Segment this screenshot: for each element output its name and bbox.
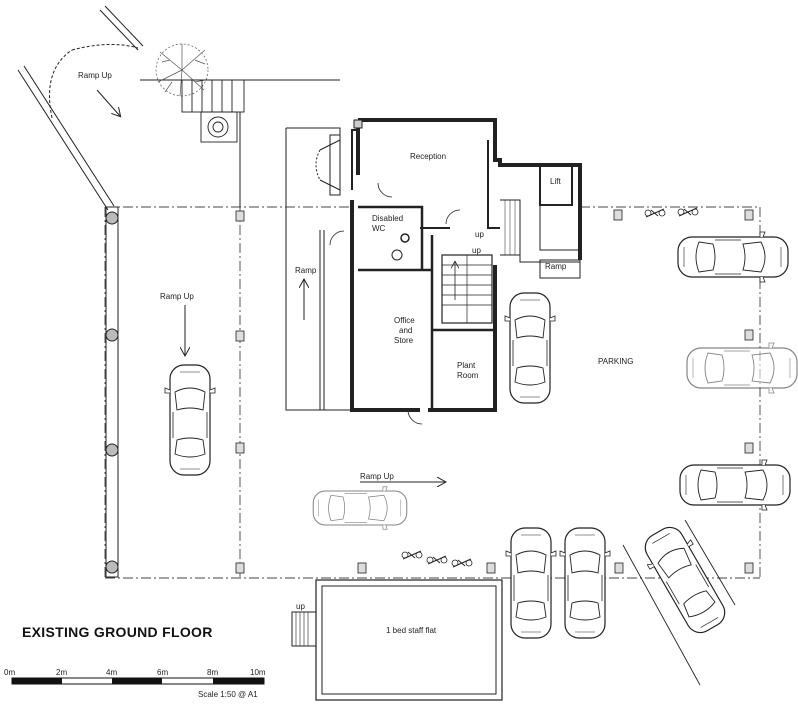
label-office-3: Store <box>394 336 414 345</box>
label-ramp-small: Ramp <box>545 262 567 271</box>
room-labels: Reception Lift Disabled WC up up Ramp Ra… <box>78 71 633 635</box>
building <box>315 118 582 425</box>
staff-flat <box>291 579 503 701</box>
scale-tick-0: 0m <box>4 668 15 677</box>
scale-tick-6: 6m <box>157 668 168 677</box>
site-boundary <box>104 206 761 579</box>
label-staff-flat: 1 bed staff flat <box>386 626 437 635</box>
left-walkway <box>105 206 119 578</box>
label-parking: PARKING <box>598 357 633 366</box>
label-ramp-up-bottom: Ramp Up <box>360 472 394 481</box>
label-up-inner: up <box>472 246 481 255</box>
scale-bar <box>11 677 265 685</box>
label-plant-1: Plant <box>457 361 476 370</box>
label-lift: Lift <box>550 177 561 186</box>
label-ramp-up-left: Ramp Up <box>160 292 194 301</box>
scale-tick-8: 8m <box>207 668 218 677</box>
scale-tick-4: 4m <box>106 668 117 677</box>
bollards <box>235 209 754 574</box>
scale-note: Scale 1:50 @ A1 <box>198 690 258 699</box>
entrance-gates <box>17 5 340 211</box>
drawing-title: EXISTING GROUND FLOOR <box>22 624 213 640</box>
scale-tick-10: 10m <box>250 668 266 677</box>
ramp-arrows <box>96 89 445 482</box>
external-stair <box>181 79 245 143</box>
label-ramp-side: Ramp <box>295 266 317 275</box>
label-office-1: Office <box>394 316 415 325</box>
scale-labels: 0m 2m 4m 6m 8m 10m Scale 1:50 @ A1 <box>4 668 266 699</box>
label-up-stair: up <box>475 230 484 239</box>
label-up-flat: up <box>296 602 305 611</box>
label-wc: WC <box>372 224 386 233</box>
label-office-2: and <box>399 326 412 335</box>
label-reception: Reception <box>410 152 446 161</box>
label-ramp-up-gate: Ramp Up <box>78 71 112 80</box>
label-plant-2: Room <box>457 371 479 380</box>
label-disabled: Disabled <box>372 214 403 223</box>
scale-tick-2: 2m <box>56 668 67 677</box>
parked-cars <box>164 231 798 641</box>
